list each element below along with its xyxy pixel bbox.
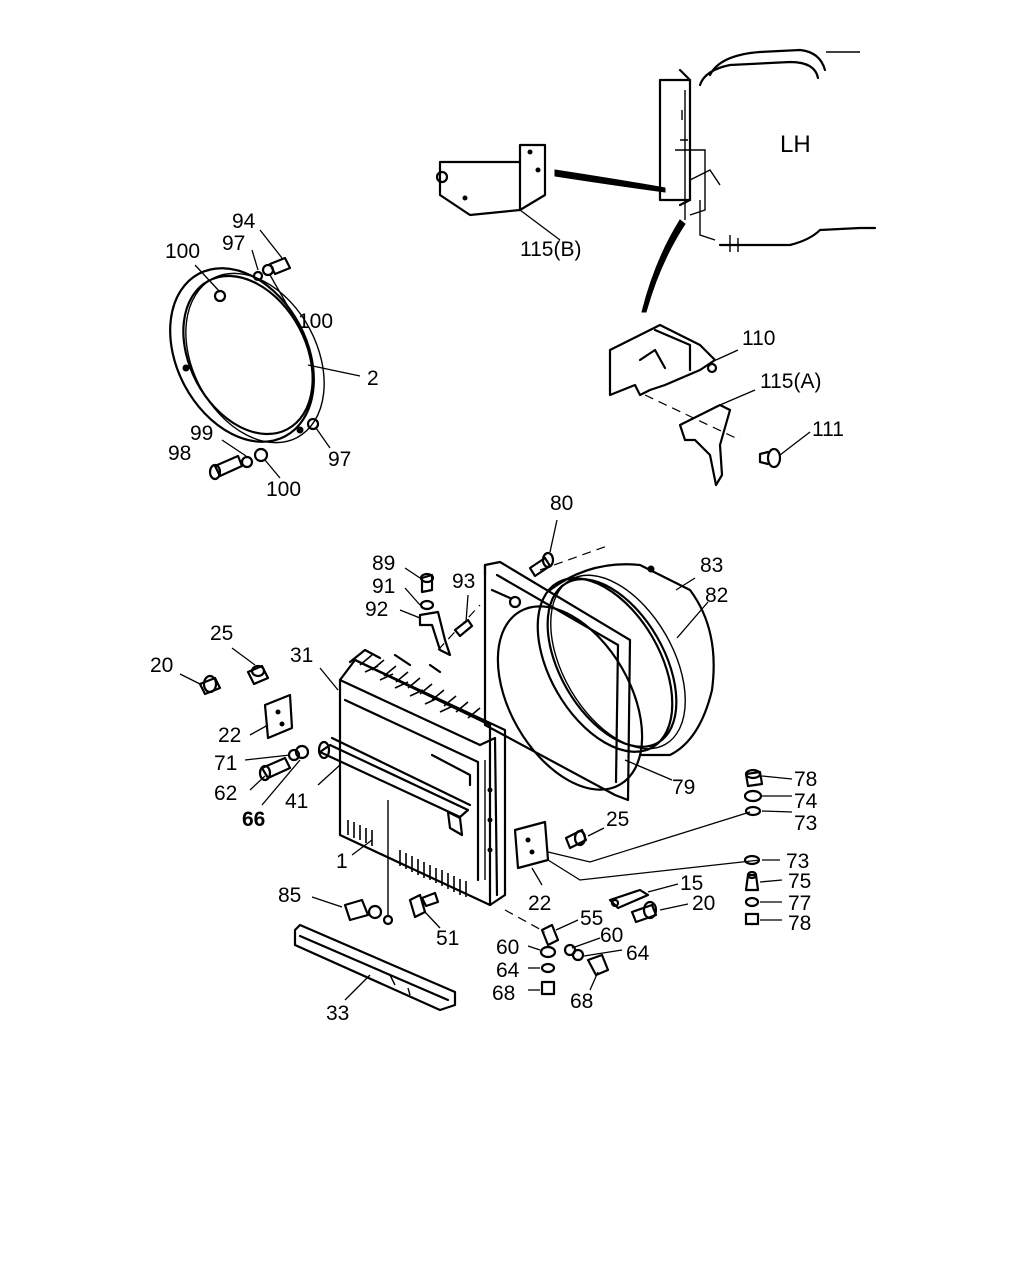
radiator-guard-41: [317, 736, 472, 926]
callout-83: 83: [700, 554, 723, 577]
callout-22-right: 22: [528, 892, 551, 915]
callout-97-bottom: 97: [328, 448, 351, 471]
bracket-115a: [644, 389, 756, 487]
valve-51: [408, 891, 441, 929]
callout-31: 31: [290, 644, 313, 667]
callout-89: 89: [372, 552, 395, 575]
callout-98: 98: [168, 442, 191, 465]
upper-fasteners: [399, 567, 481, 657]
callout-1: 1: [336, 850, 348, 873]
callout-100-bottom: 100: [266, 478, 301, 501]
callout-73-top: 73: [794, 812, 817, 835]
bracket-110: [608, 323, 739, 397]
callout-33: 33: [326, 1002, 349, 1025]
callout-64-left: 64: [496, 959, 520, 982]
callout-62: 62: [214, 782, 237, 805]
callout-115b: 115(B): [520, 238, 581, 261]
callout-82: 82: [705, 584, 728, 607]
callout-41: 41: [285, 790, 308, 813]
callout-77: 77: [788, 892, 811, 915]
callout-80: 80: [550, 492, 573, 515]
drain-fittings: [504, 909, 623, 996]
callout-2: 2: [367, 367, 379, 390]
callout-20-right: 20: [692, 892, 715, 915]
callout-92: 92: [365, 598, 388, 621]
callout-60-right: 60: [600, 924, 623, 947]
callout-111: 111: [812, 418, 844, 441]
right-stack-top: [743, 768, 793, 817]
arrow-to-110: [641, 219, 686, 313]
callout-93: 93: [452, 570, 475, 593]
callout-25-right: 25: [606, 808, 629, 831]
callout-66: 66: [242, 808, 265, 831]
callout-94: 94: [232, 210, 256, 233]
callout-85: 85: [278, 884, 301, 907]
ring-fasteners-bottom: [208, 417, 331, 481]
callout-79: 79: [672, 776, 695, 799]
clamp-85: [311, 896, 383, 922]
left-fasteners-62: [244, 744, 310, 806]
callout-75: 75: [788, 870, 811, 893]
fan-ring: [169, 264, 361, 444]
callout-99: 99: [190, 422, 213, 445]
arrow-to-115b: [554, 169, 666, 193]
callout-110: 110: [742, 327, 775, 350]
bolt-111: [758, 431, 811, 469]
engine-outline: [658, 48, 877, 252]
shroud-frame-79: [483, 560, 673, 802]
callout-68-left: 68: [492, 982, 515, 1005]
right-stack-bottom: [743, 854, 783, 926]
bolt-80: [528, 519, 558, 578]
callout-78-bottom: 78: [788, 912, 811, 935]
callout-64-right: 64: [626, 942, 650, 965]
callout-25-left: 25: [210, 622, 233, 645]
under-cover-33: [293, 923, 457, 1012]
callout-71: 71: [214, 752, 237, 775]
callout-97-top: 97: [222, 232, 245, 255]
callout-15: 15: [680, 872, 703, 895]
left-bracket-22: [179, 647, 294, 740]
callout-68-right: 68: [570, 990, 593, 1013]
bracket-115b: [435, 143, 561, 241]
ring-fasteners-top: [251, 229, 292, 311]
callout-60-left: 60: [496, 936, 519, 959]
callout-91: 91: [372, 575, 395, 598]
callout-20-left: 20: [150, 654, 173, 677]
callout-78-top: 78: [794, 768, 817, 791]
radiator-core: [319, 648, 507, 907]
callout-73-bottom: 73: [786, 850, 809, 873]
right-bracket-22: [513, 811, 761, 886]
engine-side-label: LH: [780, 131, 811, 158]
callout-100-right: 100: [298, 310, 333, 333]
stay-15: [608, 883, 689, 924]
callout-74: 74: [794, 790, 818, 813]
fan-guard-82-83: [536, 544, 715, 757]
callout-labels: 115(B) 110 115(A) 111 94 97 100 100 2 99…: [150, 210, 844, 1025]
callout-22-left: 22: [218, 724, 241, 747]
callout-51: 51: [436, 927, 459, 950]
callout-100-left: 100: [165, 240, 200, 263]
callout-55: 55: [580, 907, 603, 930]
callout-115a: 115(A): [760, 370, 821, 393]
